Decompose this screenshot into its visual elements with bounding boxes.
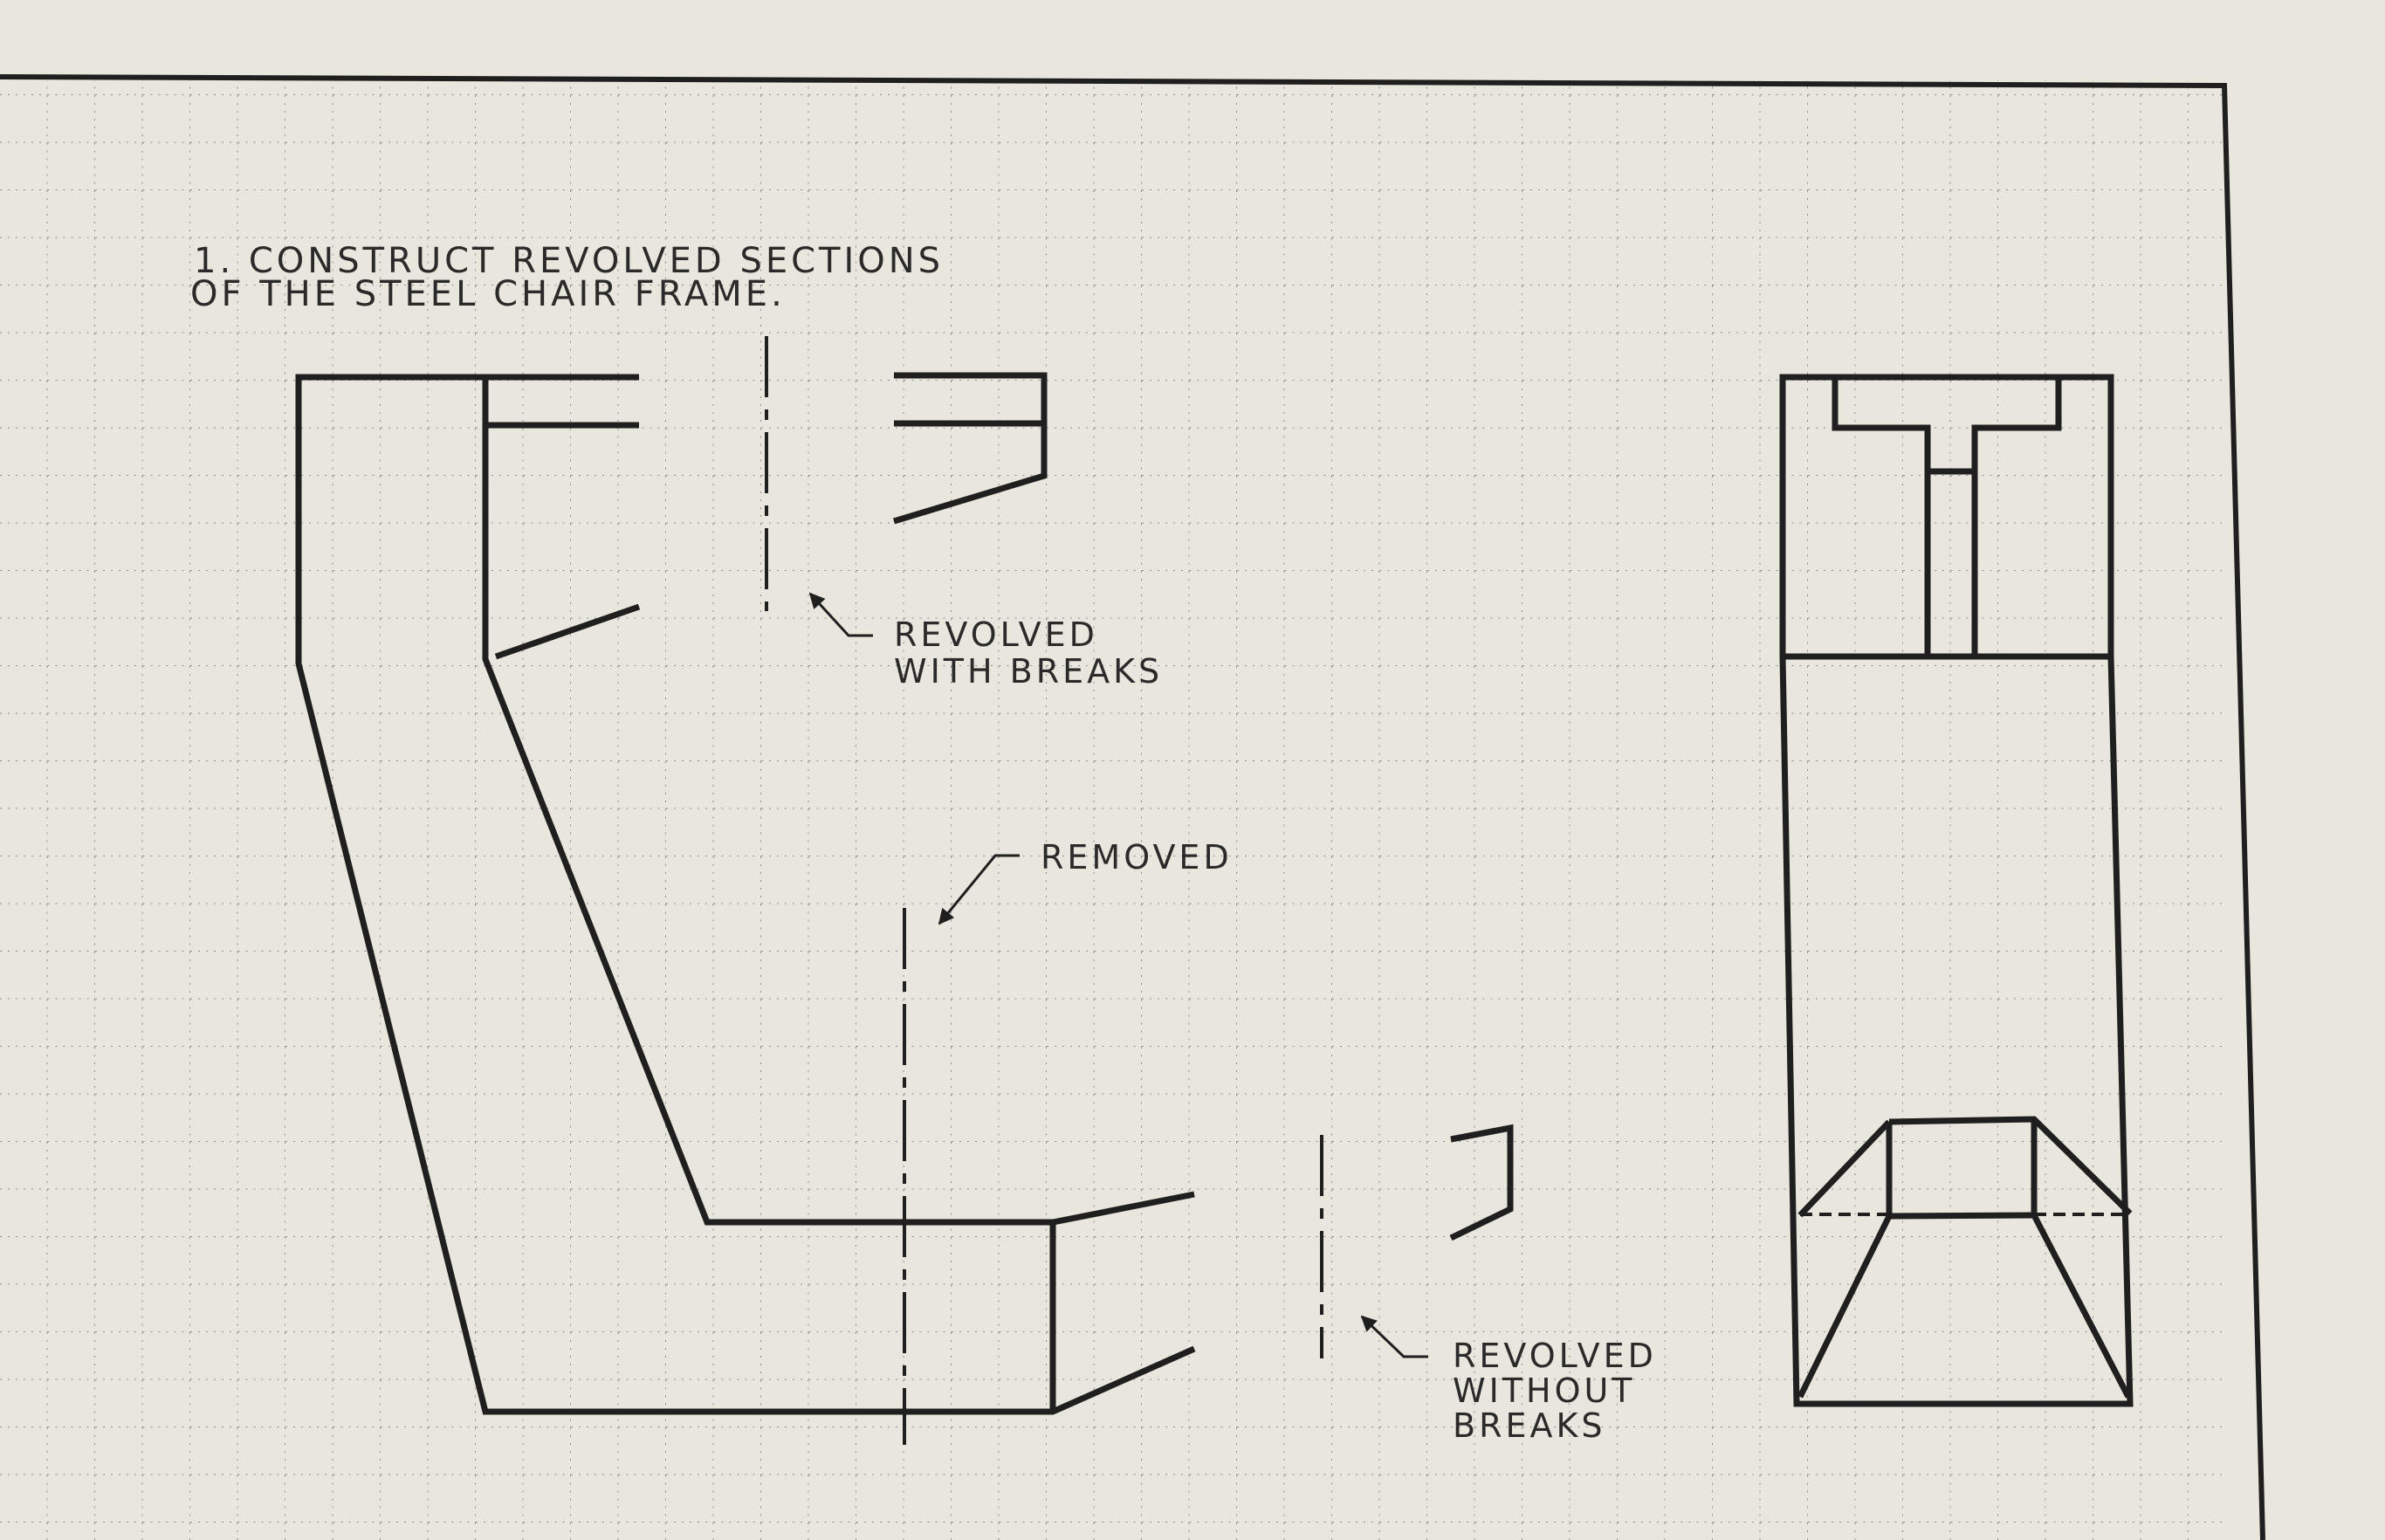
sheet-border <box>0 74 2265 1540</box>
label-revolved-2: REVOLVED <box>1453 1337 1657 1375</box>
label-revolved-1: REVOLVED <box>894 615 1098 654</box>
grid-paper <box>0 80 2224 1540</box>
leader-revolved-without-breaks <box>1360 1315 1428 1358</box>
label-without: WITHOUT <box>1453 1372 1636 1410</box>
revolved-section-without-breaks <box>1449 1124 1514 1241</box>
leader-revolved-with-breaks <box>808 592 873 637</box>
instruction-line-2: OF THE STEEL CHAIR FRAME. <box>190 274 786 314</box>
label-breaks: BREAKS <box>1453 1406 1606 1445</box>
instruction-line-1: 1. CONSTRUCT REVOLVED SECTIONS <box>194 241 944 281</box>
chair-frame-side-view <box>295 374 1196 1415</box>
revolved-section-top-with-breaks <box>892 372 1048 525</box>
chair-frame-front-view <box>1779 374 2134 1407</box>
label-with-breaks: WITH BREAKS <box>894 652 1163 691</box>
label-removed: REMOVED <box>1041 838 1233 877</box>
leader-removed <box>938 854 1020 925</box>
